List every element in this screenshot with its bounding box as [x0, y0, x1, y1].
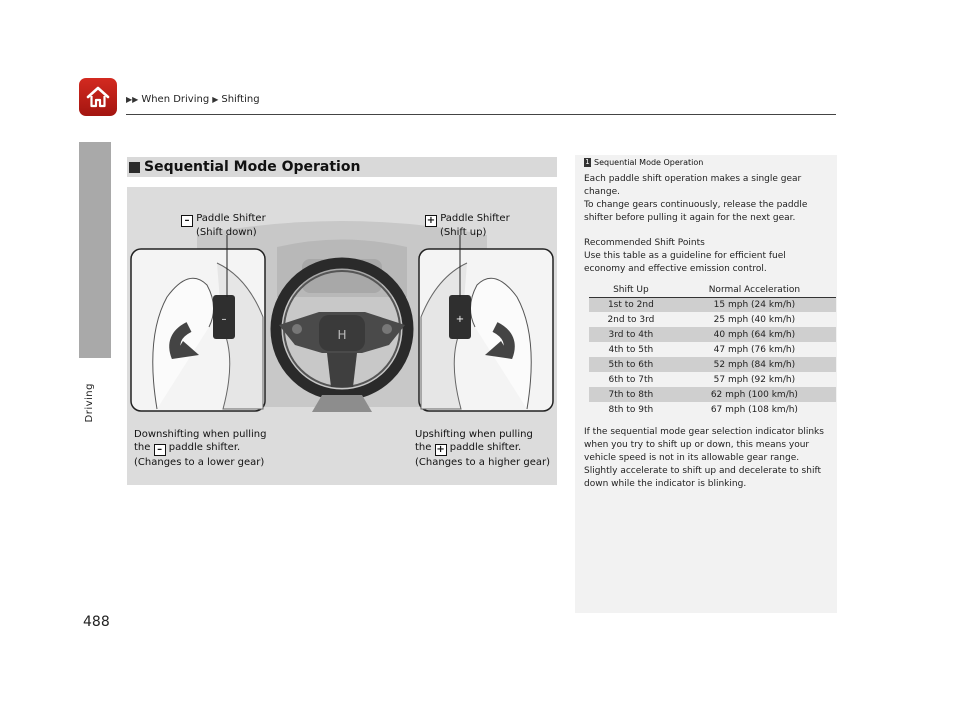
section-bullet-icon: [129, 161, 140, 173]
note-panel: 1 Sequential Mode Operation Each paddle …: [575, 155, 837, 613]
svg-text:H: H: [337, 328, 346, 342]
home-icon: [86, 86, 110, 108]
svg-text:–: –: [222, 314, 227, 325]
breadcrumb-arrow-icon: ▶: [212, 95, 219, 104]
minus-key-icon: –: [153, 444, 166, 456]
breadcrumb: ▶▶ When Driving ▶ Shifting: [126, 94, 260, 105]
breadcrumb-item-shifting[interactable]: Shifting: [221, 94, 260, 105]
page-number: 488: [83, 614, 110, 630]
table-header: Shift Up: [589, 284, 673, 298]
breadcrumb-item-when-driving[interactable]: When Driving: [141, 94, 210, 105]
callout-paddle-shift-down: – Paddle Shifter (Shift down): [181, 213, 266, 239]
plus-key-icon: +: [425, 215, 437, 227]
note-heading: 1 Sequential Mode Operation: [584, 158, 704, 167]
header-divider: [126, 114, 836, 115]
breadcrumb-arrow-icon: ▶▶: [126, 95, 139, 104]
note-number-icon: 1: [584, 158, 591, 167]
note-paragraph: Each paddle shift operation makes a sing…: [584, 174, 808, 223]
callout-paddle-shift-up: + Paddle Shifter (Shift up): [425, 213, 510, 238]
note-recommended-shift-points: Recommended Shift Points Use this table …: [584, 238, 786, 274]
home-button[interactable]: [79, 78, 117, 116]
svg-text:+: +: [456, 314, 464, 325]
paddle-shifter-illustration: H – + – Paddle Shifter (Shift down) + Pa…: [127, 187, 557, 485]
section-title: Sequential Mode Operation: [144, 159, 361, 175]
caption-upshift: Upshifting when pulling the + paddle shi…: [415, 429, 550, 468]
caption-downshift: Downshifting when pulling the – paddle s…: [134, 429, 267, 468]
chapter-tab-label: Driving: [84, 383, 95, 423]
note-indicator-paragraph: If the sequential mode gear selection in…: [584, 427, 824, 489]
section-header: Sequential Mode Operation: [127, 157, 557, 177]
minus-key-icon: –: [181, 215, 193, 227]
steering-wheel-illustration: H – +: [130, 221, 554, 412]
plus-key-icon: +: [434, 444, 447, 456]
table-header: Normal Acceleration: [672, 284, 836, 298]
chapter-tab[interactable]: [79, 142, 111, 358]
